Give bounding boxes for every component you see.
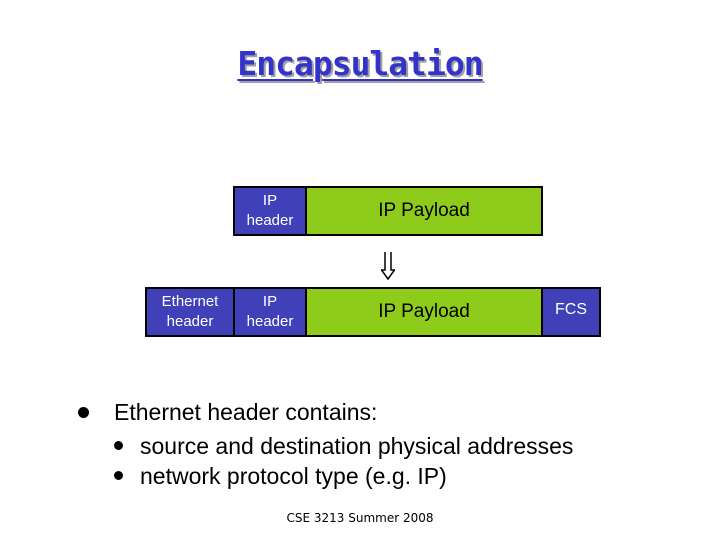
- ethernet-header-box: Ethernet header: [145, 287, 235, 337]
- top-ip-payload-label: IP Payload: [378, 200, 470, 221]
- bottom-ip-header-box: IP header: [233, 287, 307, 337]
- slide-footer: CSE 3213 Summer 2008: [286, 511, 434, 525]
- bottom-ip-header-label: IP header: [246, 293, 294, 330]
- down-arrow-icon: [381, 252, 395, 280]
- top-ip-payload-box: IP Payload: [305, 186, 543, 236]
- bullet-dot-icon: [78, 407, 89, 418]
- bottom-ip-payload-box: IP Payload: [305, 287, 543, 337]
- fcs-label: FCS: [555, 301, 587, 318]
- top-ip-header-box: IP header: [233, 186, 307, 236]
- bullet-main-text: Ethernet header contains:: [114, 399, 378, 425]
- ethernet-header-label: Ethernet header: [161, 293, 219, 330]
- bullet-dot-icon: [114, 471, 123, 480]
- sub-bullet-2-text: network protocol type (e.g. IP): [140, 463, 447, 489]
- sub-bullet-1-text: source and destination physical addresse…: [140, 433, 574, 459]
- fcs-box: FCS: [541, 287, 601, 337]
- bottom-ip-payload-label: IP Payload: [378, 301, 470, 322]
- slide-title: Encapsulation: [237, 44, 483, 83]
- bullet-dot-icon: [114, 441, 123, 450]
- top-ip-header-label: IP header: [246, 192, 294, 229]
